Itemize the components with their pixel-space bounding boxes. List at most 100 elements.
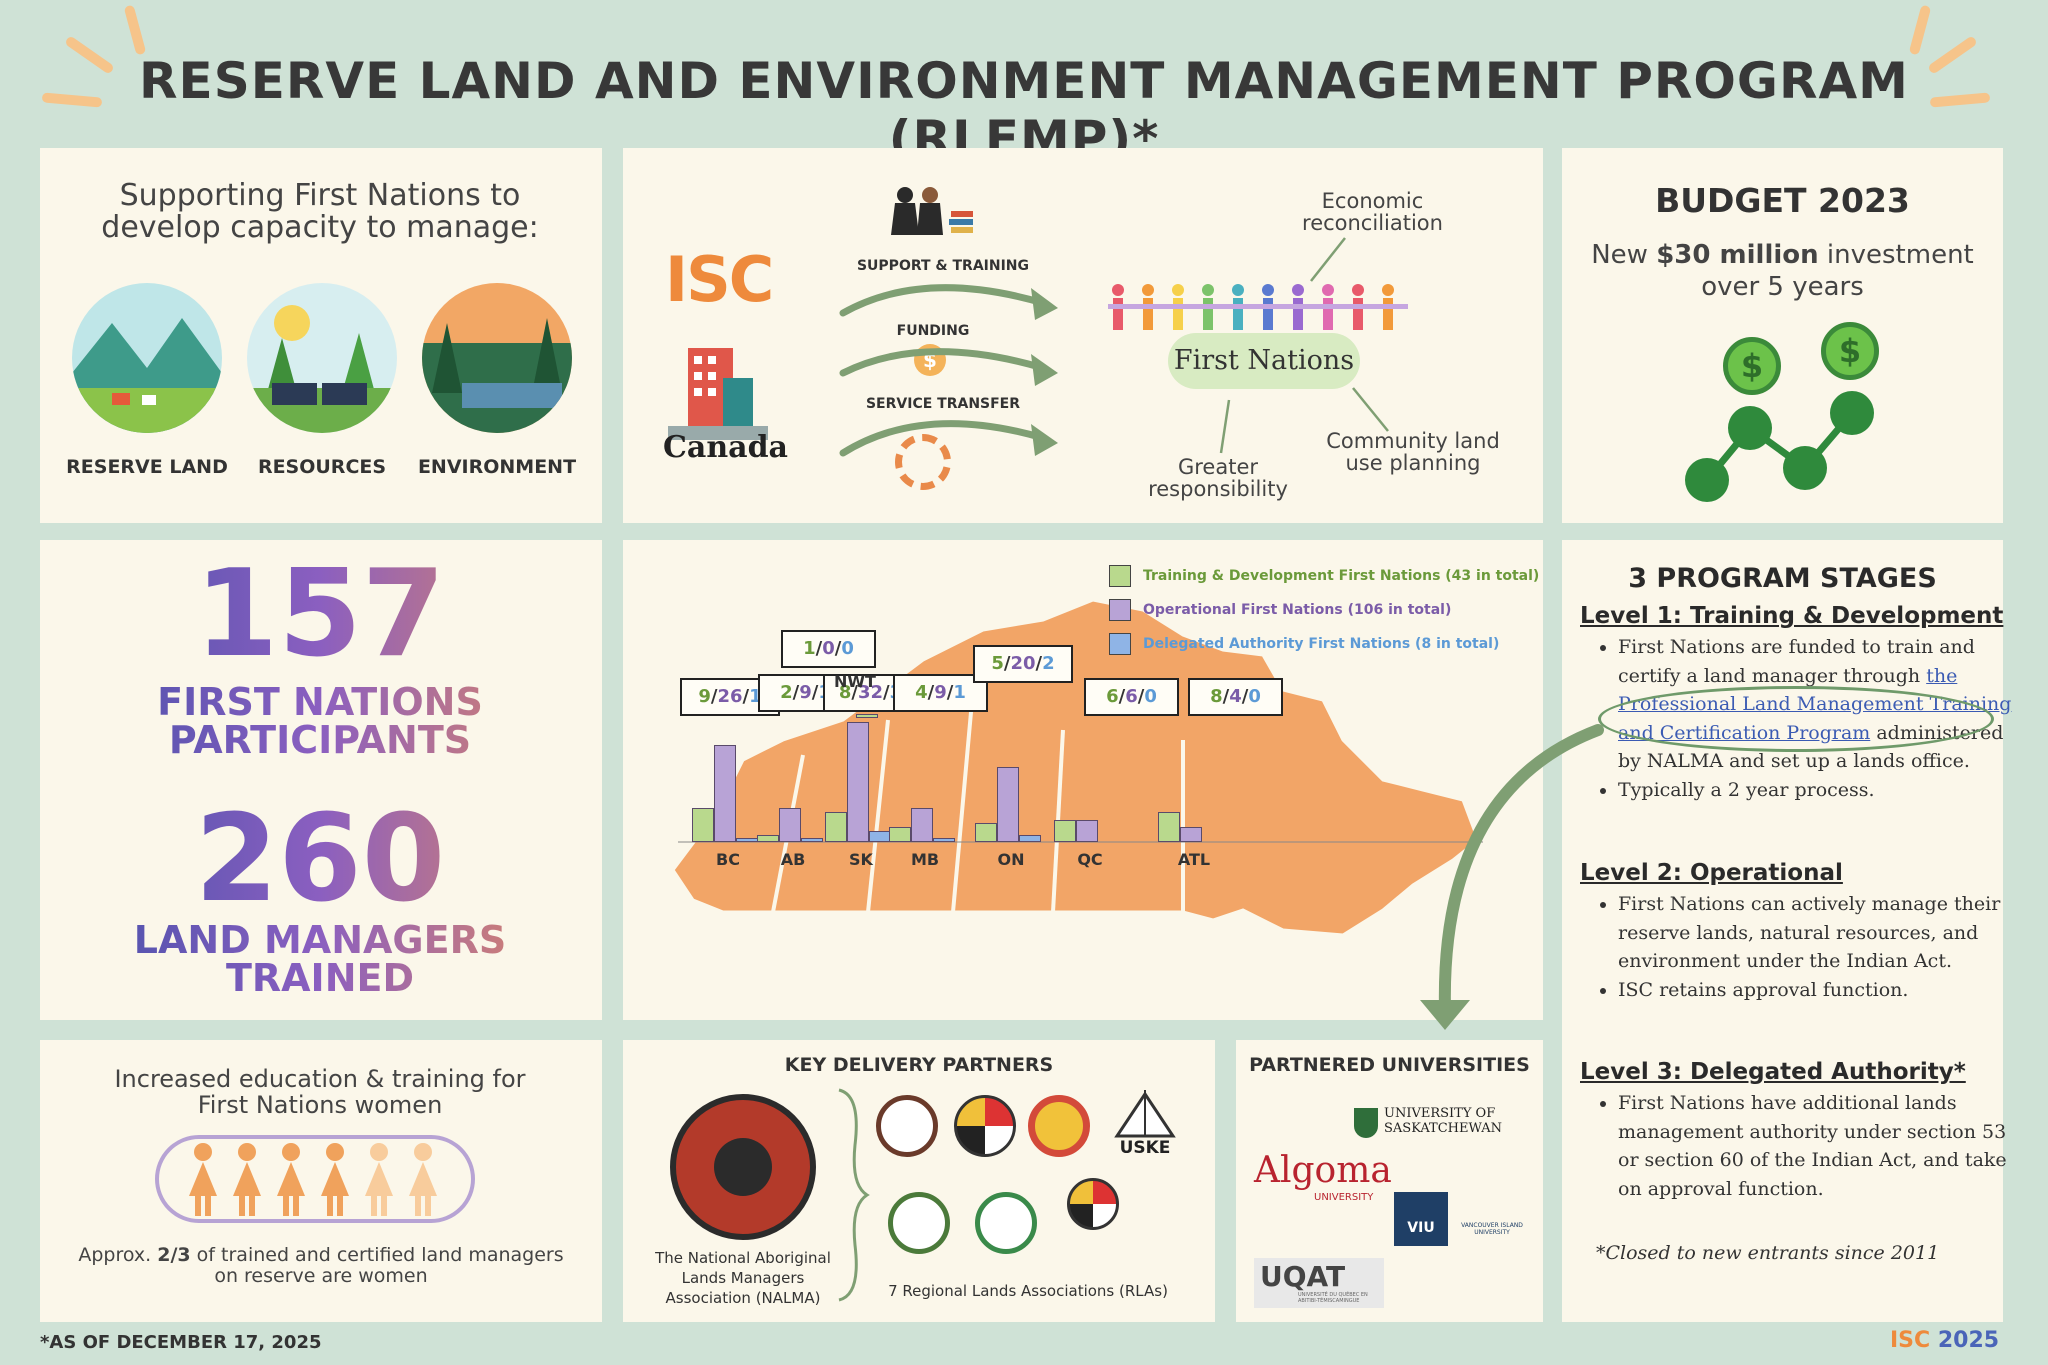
bar-mb-0 bbox=[889, 827, 911, 842]
footer-isc: ISC 2025 bbox=[1890, 1328, 1999, 1353]
bar-ab-2 bbox=[801, 838, 823, 842]
budget-prefix: New bbox=[1591, 240, 1657, 270]
nalma-caption: The National Aboriginal Lands Managers A… bbox=[655, 1249, 831, 1307]
uqat-logo: UQAT UNIVERSITÉ DU QUÉBEC EN ABITIBI-TÉM… bbox=[1254, 1258, 1384, 1308]
bar-qc-0 bbox=[1054, 819, 1076, 842]
algoma-sub: UNIVERSITY bbox=[1314, 1192, 1374, 1203]
managers-label: TRAINED bbox=[40, 958, 600, 998]
women-icons bbox=[185, 1140, 465, 1220]
reserve-land-illustration bbox=[72, 283, 222, 433]
legend-label-operational: Operational First Nations (106 in total) bbox=[1143, 602, 1452, 618]
level2-title: Level 2: Operational bbox=[1580, 860, 1843, 886]
capacity-panel: Supporting First Nations to develop capa… bbox=[40, 148, 602, 523]
bar-on-0 bbox=[975, 823, 997, 842]
participants-label: PARTICIPANTS bbox=[40, 720, 600, 760]
outcome-economic: Economic reconciliation bbox=[1302, 189, 1443, 235]
dollar-coin-icon: $ bbox=[1723, 337, 1781, 395]
bar-sk-0 bbox=[825, 812, 847, 842]
bar-on-2 bbox=[1019, 834, 1041, 842]
usask-line: UNIVERSITY OF bbox=[1384, 1106, 1496, 1121]
bar-ab-1 bbox=[779, 808, 801, 842]
women-note-text: Approx. bbox=[78, 1244, 158, 1266]
map-chart-panel: Training & Development First Nations (43… bbox=[623, 540, 1543, 1020]
chart-bars: BC9/26/1AB2/9/1SK8/32/3MB4/9/1ON5/20/2QC… bbox=[623, 540, 1543, 1020]
value-label-atl: 8/4/0 bbox=[1188, 678, 1283, 716]
capacity-heading: Supporting First Nations to develop capa… bbox=[101, 178, 539, 245]
flow-arrow-label: FUNDING bbox=[896, 323, 970, 339]
growth-dot bbox=[1783, 446, 1827, 490]
value-label-mb: 4/9/1 bbox=[893, 674, 988, 712]
dollar-coin-icon: $ bbox=[1821, 322, 1879, 380]
woman-icon bbox=[405, 1140, 441, 1220]
graduates-icon bbox=[885, 183, 975, 235]
bar-ab-0 bbox=[757, 834, 779, 842]
bar-atl-1 bbox=[1180, 827, 1202, 842]
as-of-date: *AS OF DECEMBER 17, 2025 bbox=[40, 1332, 322, 1353]
budget-panel: BUDGET 2023 New $30 million investment o… bbox=[1562, 148, 2003, 523]
bar-atl-0 bbox=[1158, 812, 1180, 842]
women-heading: Increased education & training for First… bbox=[114, 1065, 526, 1119]
women-note: Approx. 2/3 of trained and certified lan… bbox=[65, 1245, 577, 1287]
woman-icon bbox=[229, 1140, 265, 1220]
growth-chart-icon bbox=[1704, 410, 1855, 483]
stats-panel: 157 FIRST NATIONS PARTICIPANTS 260 LAND … bbox=[40, 540, 602, 1020]
turtle-icon bbox=[714, 1138, 772, 1196]
bar-qc-1 bbox=[1076, 819, 1098, 842]
budget-line-2: over 5 years bbox=[1701, 272, 1864, 302]
participants-label: FIRST NATIONS bbox=[40, 682, 600, 722]
universities-panel: PARTNERED UNIVERSITIES UNIVERSITY OF SAS… bbox=[1236, 1040, 1543, 1322]
usask-name: UNIVERSITY OF SASKATCHEWAN bbox=[1384, 1106, 1502, 1136]
footer-year: 2025 bbox=[1937, 1328, 2000, 1353]
value-label-nwt: 1/0/0 bbox=[781, 630, 876, 668]
building-icon bbox=[668, 338, 768, 448]
participants-number: 157 bbox=[40, 550, 600, 680]
budget-line: New $30 million investment bbox=[1562, 240, 2003, 270]
flow-panel: ISC Canada SUPPORT & TRAINING FUNDING $ … bbox=[623, 148, 1543, 523]
outcome-responsibility: Greater responsibility bbox=[1148, 455, 1288, 501]
level2-bullet: ISC retains approval function. bbox=[1618, 976, 2023, 1005]
flow-arrow-label: SERVICE TRANSFER bbox=[865, 396, 1021, 412]
rla-logo bbox=[1067, 1178, 1119, 1230]
level3-bullet: First Nations have additional lands mana… bbox=[1618, 1089, 2023, 1203]
hands-circle-icon bbox=[895, 434, 951, 490]
usask-crest-icon bbox=[1354, 1108, 1378, 1138]
legend-swatch-delegated bbox=[1109, 633, 1131, 655]
growth-dot bbox=[1685, 458, 1729, 502]
stages-title: 3 PROGRAM STAGES bbox=[1628, 563, 1937, 594]
bar-mb-1 bbox=[911, 808, 933, 842]
managers-number: 260 bbox=[40, 795, 600, 925]
budget-amount: $30 million bbox=[1656, 240, 1819, 270]
region-label-atl: ATL bbox=[1177, 850, 1211, 869]
footer-isc-logo: ISC bbox=[1890, 1328, 1931, 1353]
level2-bullet: First Nations can actively manage their … bbox=[1618, 890, 2023, 976]
bar-bc-1 bbox=[714, 744, 736, 842]
nalma-logo bbox=[670, 1094, 816, 1240]
region-label-qc: QC bbox=[1077, 850, 1103, 869]
rla-logo bbox=[1028, 1095, 1090, 1157]
rla-logo bbox=[954, 1095, 1016, 1157]
first-nations-center: First Nations bbox=[1168, 333, 1360, 389]
woman-icon bbox=[185, 1140, 221, 1220]
viu-sub: VANCOUVER ISLAND UNIVERSITY bbox=[1461, 1222, 1523, 1236]
stages-panel bbox=[1562, 540, 2003, 1322]
rla-caption: 7 Regional Lands Associations (RLAs) bbox=[888, 1282, 1168, 1300]
capacity-label: RESOURCES bbox=[257, 456, 387, 478]
legend-label-delegated: Delegated Authority First Nations (8 in … bbox=[1143, 636, 1500, 652]
resources-illustration bbox=[247, 283, 397, 433]
bar-bc-0 bbox=[692, 808, 714, 842]
region-label-ab: AB bbox=[780, 850, 806, 869]
level1-title: Level 1: Training & Development bbox=[1580, 603, 2004, 629]
flow-arrows bbox=[839, 237, 1389, 457]
women-panel: Increased education & training for First… bbox=[40, 1040, 602, 1322]
value-label-qc: 6/6/0 bbox=[1084, 678, 1179, 716]
link-highlight-ellipse bbox=[1598, 686, 1994, 752]
capacity-label: ENVIRONMENT bbox=[417, 456, 577, 478]
legend-label-training: Training & Development First Nations (43… bbox=[1143, 568, 1540, 584]
partners-brace bbox=[838, 1088, 870, 1302]
women-pill bbox=[155, 1135, 475, 1223]
outcome-planning: Community land use planning bbox=[1326, 429, 1500, 475]
level2-list: First Nations can actively manage their … bbox=[1596, 890, 2023, 1004]
isc-logo: ISC bbox=[665, 243, 774, 316]
uqat-sub: UNIVERSITÉ DU QUÉBEC EN ABITIBI-TÉMISCAM… bbox=[1298, 1292, 1368, 1304]
